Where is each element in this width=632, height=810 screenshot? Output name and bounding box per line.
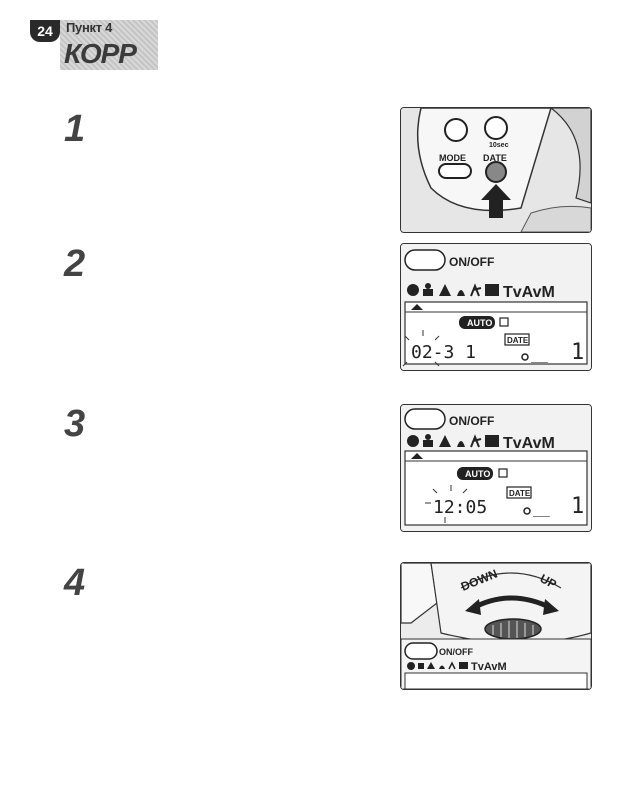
step-number-4: 4 bbox=[64, 562, 86, 604]
lcd-time-illustration: ON/OFF TvAvM AUTO DATE 12:05 __ 1 bbox=[401, 405, 591, 531]
date-button bbox=[485, 161, 507, 183]
mode-letters: TvAvM bbox=[471, 661, 507, 673]
lcd-panel bbox=[404, 450, 588, 526]
step-number-3: 3 bbox=[64, 403, 86, 445]
on-off-button bbox=[404, 249, 446, 271]
flash-button bbox=[444, 118, 468, 142]
flash-auto-label: AUTO bbox=[467, 318, 492, 328]
scene-mode-icons bbox=[407, 283, 499, 297]
flash-auto-indicator bbox=[457, 467, 493, 480]
time-display: 12:05 bbox=[433, 497, 487, 518]
on-off-label: ON/OFF bbox=[439, 647, 473, 657]
on-off-button bbox=[404, 408, 446, 430]
mode-label: MODE bbox=[439, 153, 466, 163]
date-tag bbox=[506, 486, 532, 499]
figure-lcd-time: ON/OFF TvAvM AUTO DATE 12:05 __ 1 bbox=[400, 404, 592, 532]
camera-buttons-illustration: 10sec MODE DATE bbox=[401, 108, 591, 232]
date-tag-label: DATE bbox=[507, 336, 529, 345]
step-number-2: 2 bbox=[64, 243, 86, 285]
mode-letters: TvAvM bbox=[503, 435, 555, 452]
svg-text:__: __ bbox=[531, 347, 548, 363]
date-label: DATE bbox=[483, 153, 507, 163]
on-off-label: ON/OFF bbox=[449, 414, 494, 428]
header-box bbox=[60, 20, 158, 70]
figure-dial: DOWN UP ON/OFF TvAvM bbox=[400, 562, 592, 690]
step-number-1: 1 bbox=[64, 108, 86, 150]
mode-button bbox=[438, 163, 472, 179]
self-timer-button bbox=[484, 116, 508, 140]
arrow-up-icon bbox=[481, 184, 511, 218]
mode-letters: TvAvM bbox=[503, 284, 555, 301]
figure-date-button: 10sec MODE DATE bbox=[400, 107, 592, 233]
flash-auto-indicator bbox=[459, 316, 495, 329]
date-tag-label: DATE bbox=[509, 489, 531, 498]
dial-illustration: DOWN UP ON/OFF TvAvM bbox=[401, 563, 591, 689]
header-title: КОРР bbox=[64, 38, 137, 69]
header-subtitle: Пункт 4 bbox=[66, 20, 113, 35]
svg-text:__: __ bbox=[533, 501, 550, 517]
blink-marks bbox=[425, 485, 468, 523]
flash-auto-label: AUTO bbox=[465, 469, 490, 479]
date-display: 02-3 1 bbox=[411, 342, 476, 363]
on-off-label: ON/OFF bbox=[449, 255, 494, 269]
lcd-date-illustration: ON/OFF TvAvM AUTO DATE 02-3 1 __ 1 bbox=[401, 244, 591, 370]
blink-marks bbox=[402, 330, 440, 367]
rotate-arrow-icon bbox=[471, 595, 553, 611]
figure-lcd-date: ON/OFF TvAvM AUTO DATE 02-3 1 __ 1 bbox=[400, 243, 592, 371]
scene-mode-icons bbox=[407, 661, 468, 670]
date-tag bbox=[504, 333, 530, 346]
up-label: UP bbox=[538, 571, 559, 591]
frame-count: 1 bbox=[571, 494, 584, 519]
frame-count: 1 bbox=[571, 340, 584, 365]
page-number-badge: 24 bbox=[30, 20, 60, 42]
secs-label: 10sec bbox=[489, 142, 509, 149]
on-off-button bbox=[404, 642, 438, 660]
scene-mode-icons bbox=[407, 434, 499, 448]
